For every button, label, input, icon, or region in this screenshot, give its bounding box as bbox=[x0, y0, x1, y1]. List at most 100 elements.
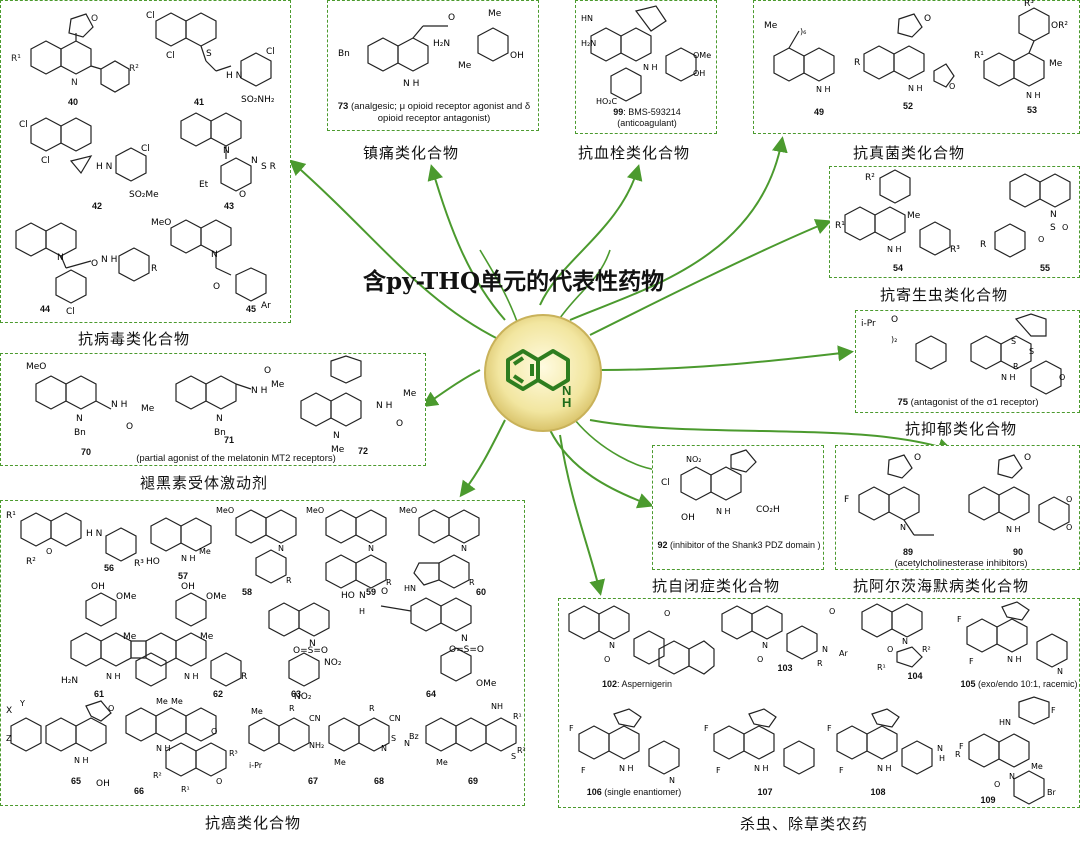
svg-text:R³: R³ bbox=[134, 559, 144, 569]
structure-44: N O N H R Cl bbox=[15, 222, 157, 317]
svg-text:HN: HN bbox=[581, 14, 593, 23]
caption-melatonin: 褪黑素受体激动剂 bbox=[140, 474, 269, 492]
label-71: 71 bbox=[223, 435, 234, 445]
svg-text:Me: Me bbox=[334, 758, 346, 767]
svg-text:R²: R² bbox=[922, 645, 931, 654]
arrow-autism bbox=[549, 429, 654, 509]
svg-text:N H: N H bbox=[181, 554, 196, 563]
note-75: 75 (antagonist of the σ1 receptor) bbox=[897, 397, 1039, 408]
caption-analgesic: 镇痛类化合物 bbox=[363, 144, 460, 162]
structure-55: N S O O R bbox=[980, 173, 1071, 258]
svg-text:O: O bbox=[757, 655, 763, 664]
svg-text:OMe: OMe bbox=[116, 592, 137, 602]
svg-text:Me: Me bbox=[199, 547, 211, 556]
structure-99: HN H₂N N H OMe OH HO₂C bbox=[581, 5, 711, 106]
structure-45: MeO N O Ar bbox=[151, 218, 271, 311]
svg-text:Cl: Cl bbox=[266, 47, 275, 57]
label-41: 41 bbox=[193, 97, 204, 107]
svg-text:F: F bbox=[957, 615, 962, 624]
svg-text:N: N bbox=[309, 639, 316, 649]
svg-text:Bz: Bz bbox=[409, 732, 419, 741]
svg-text:S: S bbox=[511, 752, 516, 761]
structure-43: N N S R Et O bbox=[180, 112, 276, 200]
svg-text:N: N bbox=[461, 544, 467, 553]
svg-text:O: O bbox=[829, 607, 835, 616]
label-69: 69 bbox=[467, 776, 478, 786]
svg-text:H₂N: H₂N bbox=[61, 676, 78, 686]
label-52: 52 bbox=[902, 101, 913, 111]
svg-text:S: S bbox=[1050, 223, 1056, 233]
structure-53: R³ OR² R¹ Me N H bbox=[974, 0, 1068, 100]
svg-text:N: N bbox=[404, 739, 410, 748]
arrow-melatonin bbox=[421, 369, 481, 408]
svg-text:O: O bbox=[924, 14, 931, 24]
caption-autism: 抗自闭症类化合物 bbox=[652, 577, 781, 595]
svg-text:R¹: R¹ bbox=[513, 712, 522, 721]
svg-text:F: F bbox=[959, 742, 964, 751]
arrow-antidepressant bbox=[599, 345, 854, 371]
label-59: 59 bbox=[365, 587, 376, 597]
svg-text:N H: N H bbox=[877, 764, 892, 773]
structure-52: O R N H O bbox=[854, 13, 955, 93]
svg-text:O: O bbox=[448, 13, 455, 23]
svg-text:R¹: R¹ bbox=[835, 221, 845, 231]
svg-text:O: O bbox=[396, 419, 403, 429]
svg-text:O: O bbox=[891, 315, 898, 325]
structure-64: HO N H O N O=S=O OMe bbox=[341, 587, 497, 689]
svg-text:N H: N H bbox=[754, 764, 769, 773]
label-108: 108 bbox=[870, 787, 886, 797]
svg-text:N H: N H bbox=[908, 84, 923, 93]
svg-text:Me: Me bbox=[458, 61, 472, 71]
svg-text:F: F bbox=[839, 766, 844, 775]
label-68: 68 bbox=[373, 776, 384, 786]
svg-text:MeO: MeO bbox=[151, 218, 171, 228]
svg-text:CO₂H: CO₂H bbox=[756, 505, 780, 515]
svg-text:SO₂Me: SO₂Me bbox=[129, 190, 159, 200]
svg-text:F: F bbox=[581, 766, 586, 775]
structure-75: i-Pr O )₂ S S R N H O bbox=[861, 313, 1065, 395]
note-melatonin: (partial agonist of the melatonin MT2 re… bbox=[136, 453, 336, 464]
alzheimer-box: O F N 89 O N H O O 90 (acetylcholinester… bbox=[835, 445, 1080, 570]
svg-text:N: N bbox=[461, 634, 468, 644]
arrow-anticancer bbox=[459, 419, 506, 498]
autism-box: Cl NO₂ OH N H CO₂H 92 (inhibitor of the … bbox=[652, 445, 824, 570]
svg-text:R: R bbox=[241, 672, 247, 682]
svg-text:Cl: Cl bbox=[146, 11, 155, 21]
svg-text:N H: N H bbox=[403, 79, 419, 89]
svg-text:H N: H N bbox=[96, 162, 112, 172]
svg-text:F: F bbox=[827, 724, 832, 733]
svg-text:N H: N H bbox=[74, 756, 89, 765]
caption-antiviral: 抗病毒类化合物 bbox=[78, 330, 191, 348]
svg-text:F: F bbox=[1051, 706, 1056, 715]
note-106: 106 (single enantiomer) bbox=[586, 787, 682, 797]
label-103: 103 bbox=[777, 663, 793, 673]
center-disc bbox=[484, 314, 602, 432]
structure-106: F F N H N bbox=[569, 708, 680, 785]
svg-text:R: R bbox=[369, 704, 375, 713]
label-40: 40 bbox=[67, 97, 78, 107]
svg-text:Me: Me bbox=[331, 445, 345, 455]
structure-73: Bn N H H₂N O Me Me OH bbox=[338, 9, 524, 89]
svg-text:Me: Me bbox=[1049, 59, 1063, 69]
structure-70: MeO N Bn N H O Me bbox=[26, 362, 155, 438]
svg-text:CN: CN bbox=[389, 714, 401, 723]
label-109: 109 bbox=[980, 795, 996, 805]
svg-text:)₂: )₂ bbox=[891, 335, 897, 344]
svg-text:O: O bbox=[914, 453, 921, 463]
svg-text:Me: Me bbox=[141, 404, 155, 414]
svg-text:SO₂NH₂: SO₂NH₂ bbox=[241, 95, 275, 105]
svg-text:i-Pr: i-Pr bbox=[861, 319, 876, 329]
label-65: 65 bbox=[70, 776, 81, 786]
structure-69: NH R¹ S R² Me bbox=[425, 702, 526, 767]
antiviral-box: O N R¹ R² 40 Cl Cl S H N Cl SO₂NH₂ 41 Cl… bbox=[0, 0, 291, 323]
svg-text:F: F bbox=[569, 724, 574, 733]
svg-text:O: O bbox=[381, 587, 388, 597]
svg-text:O=S=O: O=S=O bbox=[449, 645, 484, 655]
label-43: 43 bbox=[223, 201, 234, 211]
svg-text:H N: H N bbox=[86, 529, 102, 539]
svg-text:Me: Me bbox=[156, 697, 168, 706]
svg-text:Cl: Cl bbox=[141, 144, 150, 154]
note-99: 99: BMS-593214 (anticoagulant) bbox=[613, 107, 681, 128]
label-70: 70 bbox=[80, 447, 91, 457]
